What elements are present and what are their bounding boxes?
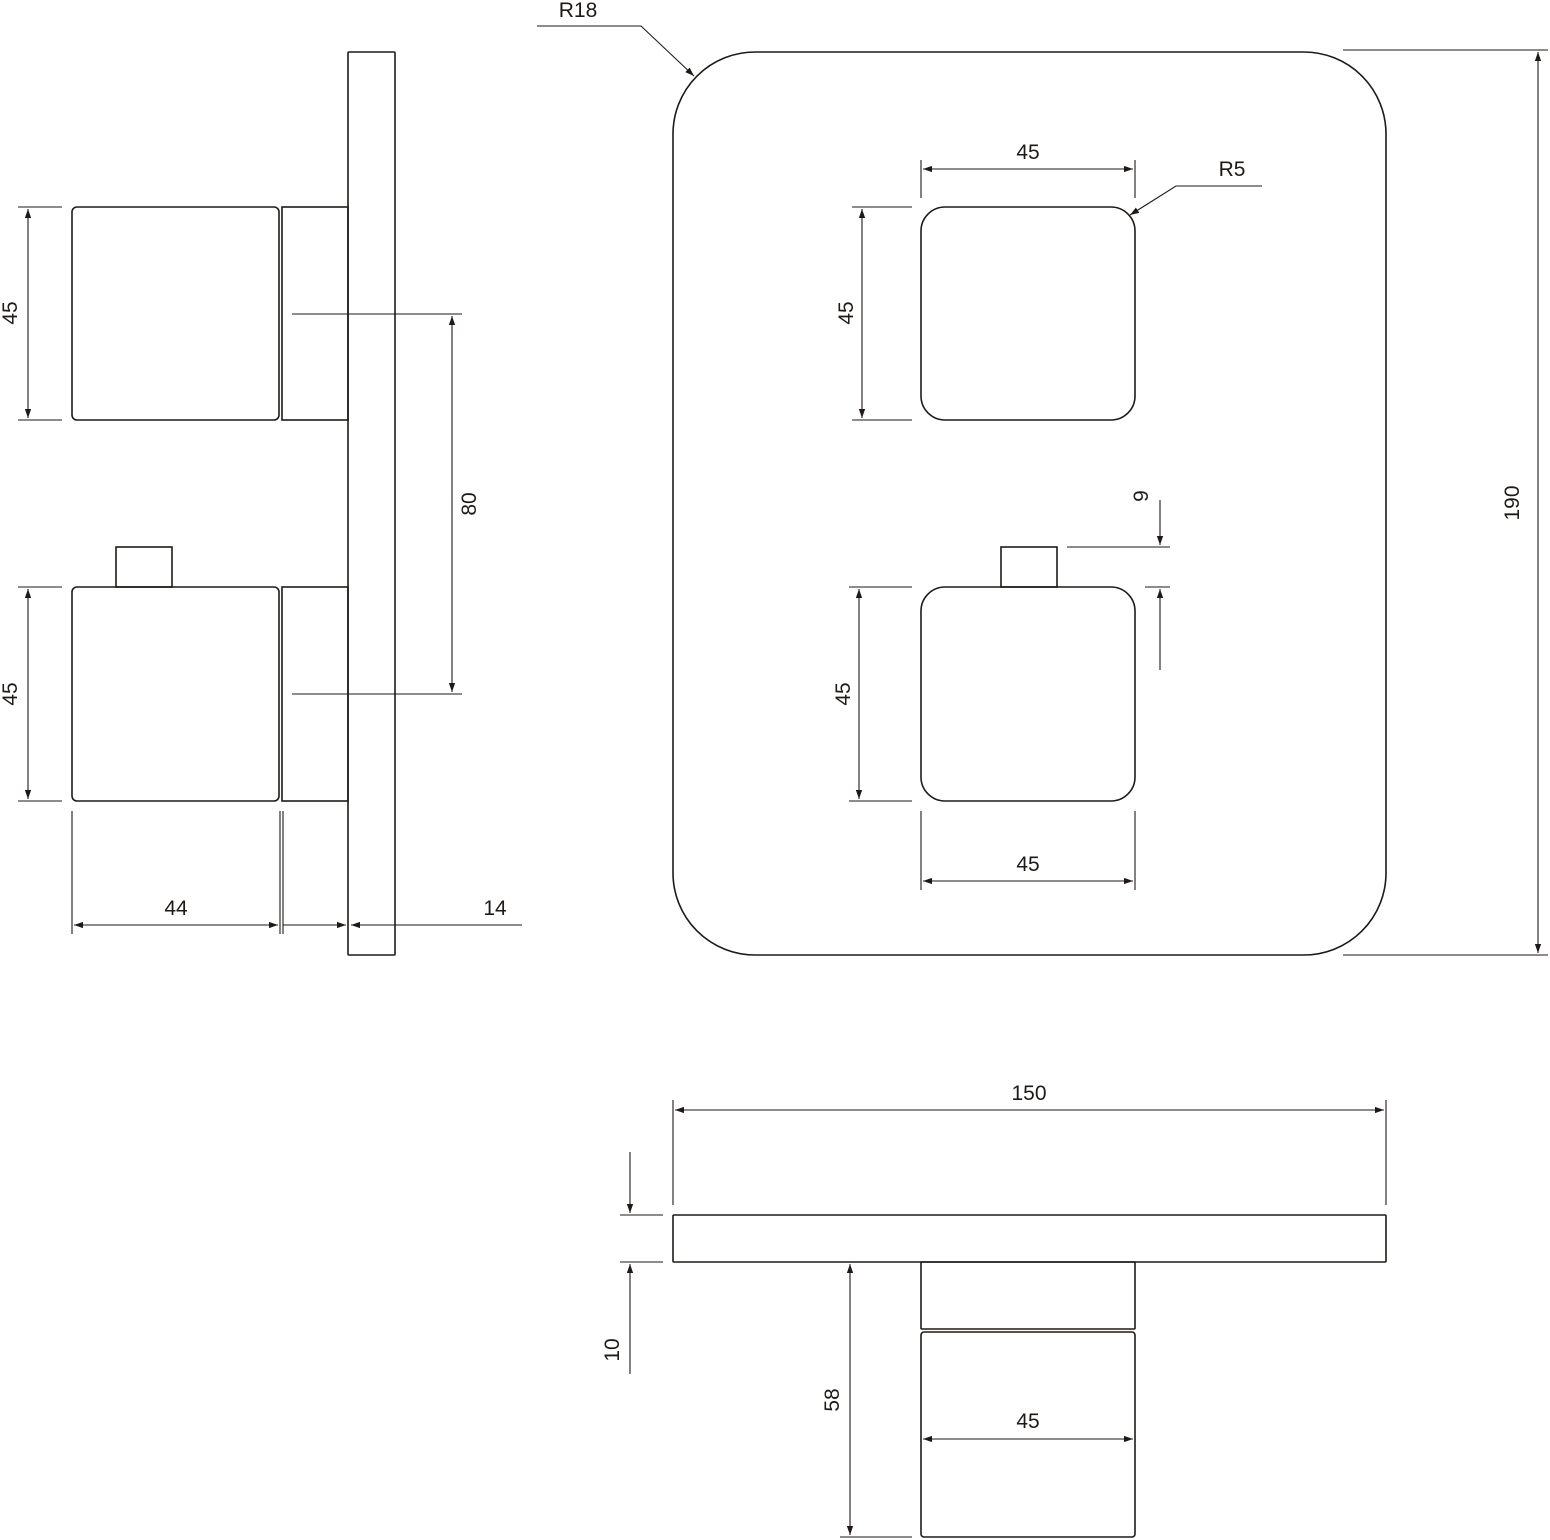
side-plate — [347, 51, 396, 956]
top-plate — [672, 1214, 1387, 1263]
side-top-knob — [71, 206, 280, 421]
front-r5-label: R5 — [1219, 158, 1246, 181]
front-height-label: 190 — [1501, 485, 1524, 520]
front-r5-leader — [1129, 185, 1262, 216]
top-knob-width-label: 45 — [1016, 1410, 1039, 1433]
side-depth-label: 44 — [164, 897, 188, 920]
front-top-width-label: 45 — [1016, 141, 1039, 164]
side-bottom-knob — [71, 586, 280, 802]
side-pin — [115, 546, 173, 588]
front-top-height-label: 45 — [835, 301, 858, 324]
side-top-height-label: 45 — [0, 301, 22, 324]
top-knob — [920, 1331, 1136, 1538]
top-width-label: 150 — [1011, 1082, 1046, 1105]
front-r18-label: R18 — [559, 0, 598, 22]
front-bottom-height-label: 45 — [832, 682, 855, 705]
top-depth-label: 10 — [601, 1338, 624, 1361]
front-plate — [672, 51, 1387, 956]
side-spacing-label: 80 — [458, 492, 481, 515]
front-view: R18 R5 45 45 45 45 9 190 — [537, 0, 1548, 956]
front-top-knob — [920, 206, 1136, 421]
top-view: 150 10 58 45 — [601, 1082, 1387, 1538]
side-bottom-height-label: 45 — [0, 682, 22, 705]
side-thickness-label: 14 — [483, 897, 507, 920]
front-bottom-knob — [920, 586, 1136, 802]
front-pin — [1000, 546, 1058, 588]
front-bottom-width-label: 45 — [1016, 853, 1039, 876]
side-view: 45 45 80 44 14 — [0, 51, 522, 956]
top-projection-label: 58 — [821, 1388, 844, 1411]
front-r18-leader — [537, 25, 695, 77]
top-collar — [920, 1261, 1136, 1330]
front-pin-label: 9 — [1130, 490, 1153, 502]
